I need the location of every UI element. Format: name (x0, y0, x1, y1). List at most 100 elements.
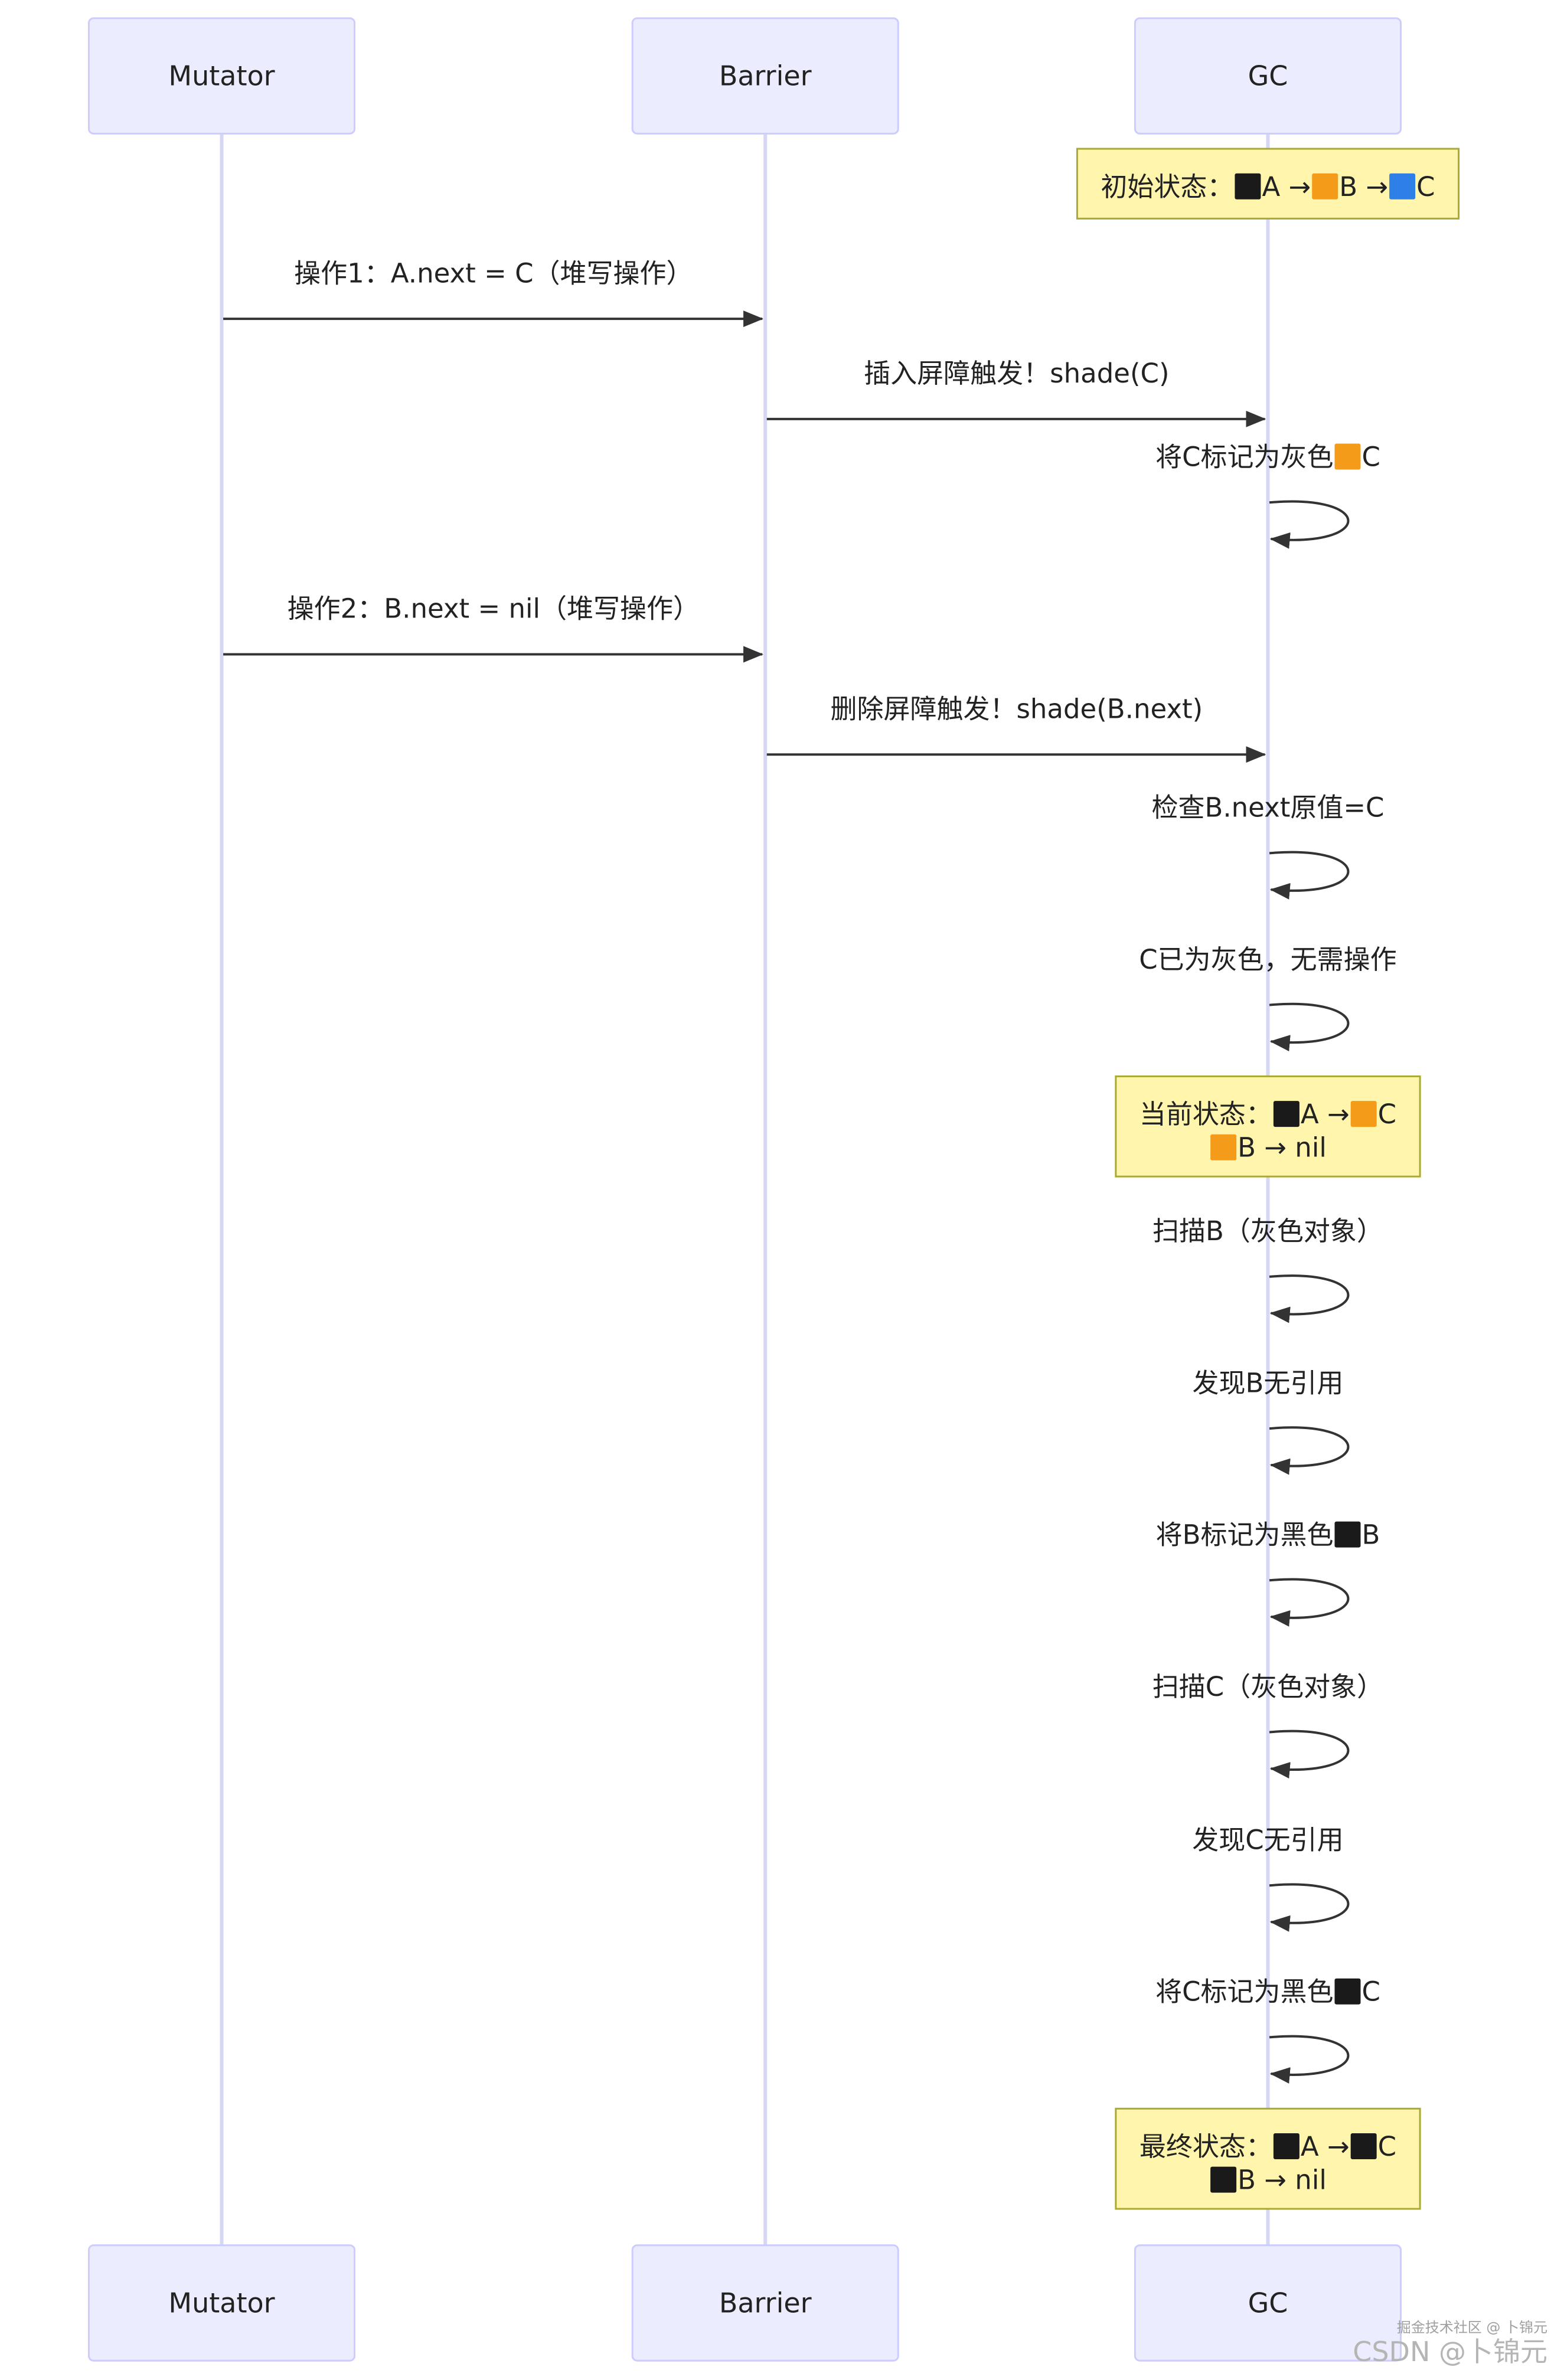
label-text: 发现C无引用 (1192, 1825, 1343, 1856)
rich-line: 发现B无引用 (1193, 1367, 1344, 1398)
blue-square-icon (1389, 173, 1416, 200)
message-label: 操作2：B.next = nil（堆写操作） (288, 593, 700, 625)
rich-line: 将C标记为黑色 C (1155, 1976, 1380, 2008)
watermark-top: 掘金技术社区 @ 卜锦元 (1396, 2319, 1547, 2336)
rich-line: C已为灰色，无需操作 (1139, 944, 1396, 975)
actor-barrier-bottom: Barrier (631, 2244, 899, 2362)
label-text: C (1378, 2131, 1396, 2162)
note-over-gc: 当前状态： A → C B → nil (1115, 1075, 1421, 1178)
lifelines (220, 133, 1270, 2245)
self-loop-arrow (1269, 1883, 1350, 1932)
rich-line: 发现C无引用 (1192, 1825, 1343, 1856)
actor-box (87, 2244, 356, 2362)
self-loop-arrow (1269, 1578, 1350, 1627)
label-text: 发现B无引用 (1193, 1367, 1344, 1398)
actor-gc-top: GC (1134, 17, 1402, 135)
self-message-gc: 发现B无引用 (1193, 1367, 1350, 1475)
self-message-gc: 将B标记为黑色 B (1156, 1519, 1380, 1627)
label-text: 扫描B（灰色对象） (1152, 1215, 1383, 1247)
actor-label: Mutator (168, 2287, 275, 2319)
actor-label: Barrier (719, 60, 812, 92)
label-text: A → (1301, 2131, 1350, 2162)
message-barrier-to-gc: 插入屏障触发！shade(C) (766, 358, 1266, 427)
black-square-icon (1334, 1978, 1361, 2005)
label-text: 扫描C（灰色对象） (1152, 1671, 1383, 1702)
actor-barrier-top: Barrier (631, 17, 899, 135)
rich-line: 检查B.next原值=C (1151, 792, 1384, 823)
label-text: C (1378, 1099, 1396, 1130)
label-text: A → (1301, 1099, 1350, 1130)
orange-square-icon (1210, 1134, 1237, 1160)
self-message-gc: C已为灰色，无需操作 (1139, 944, 1397, 1052)
actor-label: GC (1248, 60, 1288, 92)
label-text: 将C标记为黑色 (1155, 1976, 1333, 2008)
self-message-gc: 检查B.next原值=C (1151, 792, 1384, 900)
actor-box (631, 2244, 899, 2362)
label-text: B → nil (1238, 2165, 1327, 2196)
orange-square-icon (1334, 443, 1361, 470)
message-label: 插入屏障触发！shade(C) (864, 358, 1169, 389)
message-label: 操作1：A.next = C（堆写操作） (294, 257, 693, 289)
message-mutator-to-barrier: 操作1：A.next = C（堆写操作） (223, 257, 764, 328)
self-message-gc: 发现C无引用 (1192, 1825, 1350, 1932)
label-text: C已为灰色，无需操作 (1139, 944, 1396, 975)
rich-line: 最终状态：A → C (1139, 2131, 1396, 2162)
message-label: 删除屏障触发！shade(B.next) (830, 693, 1203, 724)
message-mutator-to-barrier: 操作2：B.next = nil（堆写操作） (223, 593, 764, 663)
sequence-steps: 初始状态： A → B → C 操作1：A.next = C（堆写操作） 插入屏障触发… (223, 148, 1460, 2210)
self-loop-arrow (1269, 851, 1350, 900)
rich-line: 当前状态： A → C (1139, 1099, 1396, 1130)
rich-line: 将C标记为灰色 C (1155, 442, 1380, 473)
label-text: 初始状态： (1101, 171, 1233, 202)
label-text: C (1416, 171, 1435, 202)
self-loop-arrow (1269, 1426, 1350, 1475)
note-over-gc: 初始状态： A → B → C (1076, 148, 1460, 220)
label-text: 将B标记为黑色 (1156, 1519, 1334, 1551)
actor-box (1134, 17, 1402, 135)
black-square-icon (1235, 173, 1261, 200)
label-text: C (1361, 442, 1380, 473)
actor-box (87, 17, 356, 135)
note-over-gc: 最终状态：A → CB → nil (1115, 2107, 1421, 2210)
self-loop-arrow (1269, 1274, 1350, 1323)
label-text: C (1361, 1976, 1380, 2008)
self-message-gc: 将C标记为黑色 C (1155, 1976, 1380, 2084)
black-square-icon (1350, 2133, 1377, 2160)
message-barrier-to-gc: 删除屏障触发！shade(B.next) (766, 693, 1266, 763)
rich-line: B → nil (1210, 1132, 1327, 1163)
actor-box (1134, 2244, 1402, 2362)
self-message-gc: 扫描C（灰色对象） (1152, 1671, 1383, 1779)
rich-line: B → nil (1210, 2165, 1327, 2196)
self-message-gc: 将C标记为灰色 C (1155, 442, 1380, 549)
actor-mutator-bottom: Mutator (87, 2244, 356, 2362)
self-message-gc: 扫描B（灰色对象） (1152, 1215, 1383, 1323)
label-text: 将C标记为灰色 (1155, 442, 1333, 473)
label-text: 当前状态： (1139, 1099, 1272, 1130)
rich-line: 扫描C（灰色对象） (1152, 1671, 1383, 1702)
orange-square-icon (1350, 1101, 1377, 1127)
label-text: B → nil (1238, 1132, 1327, 1163)
rich-line: 扫描B（灰色对象） (1152, 1215, 1383, 1247)
orange-square-icon (1312, 173, 1338, 200)
actor-gc-bottom: GC (1134, 2244, 1402, 2362)
watermark: 掘金技术社区 @ 卜锦元 CSDN @卜锦元 (1353, 2319, 1547, 2367)
actor-label: Mutator (168, 60, 275, 92)
self-loop-arrow (1269, 2035, 1350, 2084)
black-square-icon (1334, 1521, 1361, 1548)
actor-mutator-top: Mutator (87, 17, 356, 135)
label-text: B → (1339, 171, 1388, 202)
black-square-icon (1273, 1101, 1299, 1127)
label-text: 检查B.next原值=C (1151, 792, 1384, 823)
actor-label: GC (1248, 2287, 1288, 2319)
actor-label: Barrier (719, 2287, 812, 2319)
label-text: B (1361, 1519, 1380, 1551)
actor-box (631, 17, 899, 135)
rich-line: 将B标记为黑色 B (1156, 1519, 1380, 1551)
label-text: A → (1262, 171, 1311, 202)
black-square-icon (1273, 2133, 1299, 2160)
watermark-bottom: CSDN @卜锦元 (1353, 2336, 1547, 2368)
black-square-icon (1210, 2166, 1237, 2193)
self-loop-arrow (1269, 1002, 1350, 1052)
